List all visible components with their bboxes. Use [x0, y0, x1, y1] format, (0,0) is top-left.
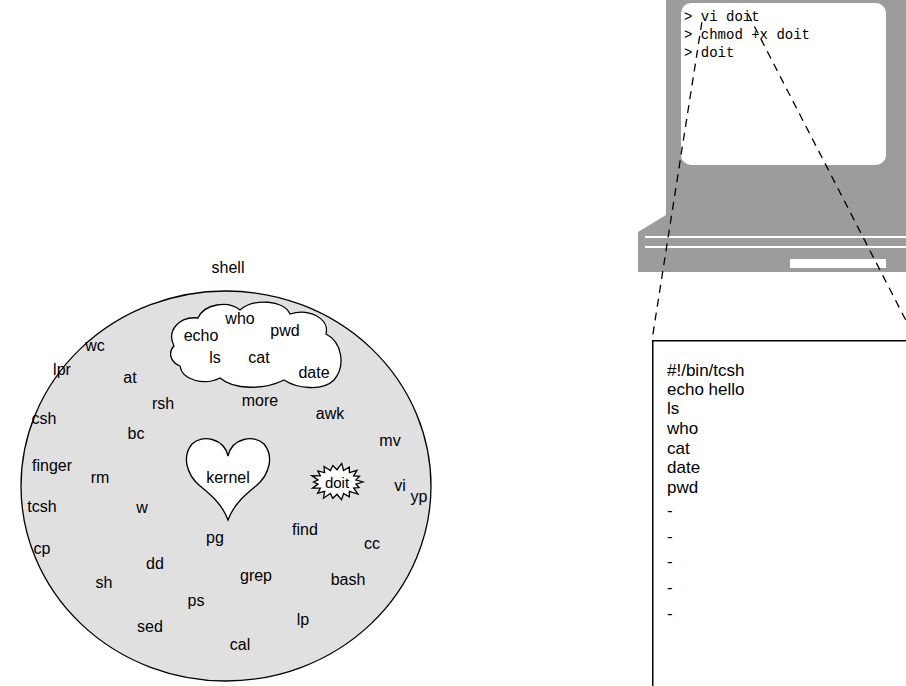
command-name: ls [209, 349, 221, 367]
command-name: at [123, 369, 136, 387]
script-line: - [667, 604, 673, 624]
command-name: lp [297, 611, 309, 629]
script-line: - [667, 501, 673, 521]
command-name: cp [34, 540, 51, 558]
command-name: ps [188, 592, 205, 610]
script-line: pwd [667, 478, 698, 498]
command-name: cc [364, 535, 380, 553]
script-line: echo hello [667, 380, 745, 400]
zoom-line [652, 22, 702, 340]
command-name: finger [32, 457, 72, 475]
command-name: dd [146, 555, 164, 573]
command-name: csh [32, 410, 57, 428]
script-line: - [667, 527, 673, 547]
terminal-line: > doit [684, 45, 734, 61]
command-name: rsh [152, 395, 174, 413]
zoom-line [748, 14, 906, 340]
shell-ellipse: whoechopwdlscatdatekerneldoitshellwclpra… [20, 290, 432, 682]
drive-slot [790, 259, 886, 268]
builtin-cloud: whoecho pwd ls cat date [168, 300, 344, 388]
command-name: sed [137, 618, 163, 636]
command-name: lpr [53, 361, 71, 379]
command-name: bash [331, 571, 366, 589]
script-starburst: doit [311, 464, 363, 500]
script-line: - [667, 552, 673, 572]
command-name: tcsh [27, 498, 56, 516]
star-outline [312, 463, 363, 499]
command-name: wc [85, 337, 105, 355]
cloud-outline [171, 302, 341, 387]
script-file-box: #!/bin/tcshecho hellolswhocatdatepwd - - - -… [652, 340, 906, 686]
script-line: ls [667, 399, 679, 419]
command-name: sh [96, 574, 113, 592]
command-name: vi [394, 477, 406, 495]
script-line: who [667, 419, 698, 439]
kernel-label: kernel [206, 469, 250, 487]
command-name: more [242, 392, 278, 410]
monitor-body [638, 0, 906, 272]
terminal-line: > vi doit [684, 9, 760, 25]
command-name: pwd [270, 322, 299, 340]
command-name: find [292, 521, 318, 539]
terminal-line: > chmod +x doit [684, 27, 810, 43]
command-name: awk [316, 405, 344, 423]
script-line: cat [667, 439, 690, 459]
command-name: rm [91, 469, 110, 487]
script-line: date [667, 458, 700, 478]
script-line: - [667, 578, 673, 598]
shell-outline [21, 291, 431, 681]
command-name: date [298, 364, 329, 382]
command-name: cat [248, 349, 269, 367]
command-name: echo [184, 327, 219, 345]
terminal-screen: > vi doit > chmod +x doit > doit [681, 3, 886, 165]
command-name: cal [230, 636, 250, 654]
command-name: w [136, 499, 148, 517]
command-name: who [225, 310, 254, 328]
heart-outline [186, 439, 269, 520]
script-line: #!/bin/tcsh [667, 361, 745, 381]
shell-label: shell [212, 259, 245, 277]
kernel-heart: kernel [184, 432, 272, 522]
keyboard-line [645, 246, 906, 248]
command-name: bc [128, 425, 145, 443]
command-name: mv [379, 432, 400, 450]
command-name: grep [240, 567, 272, 585]
command-name: yp [411, 488, 428, 506]
keyboard-line [645, 236, 906, 238]
command-name: pg [206, 529, 224, 547]
script-name: doit [325, 474, 349, 491]
